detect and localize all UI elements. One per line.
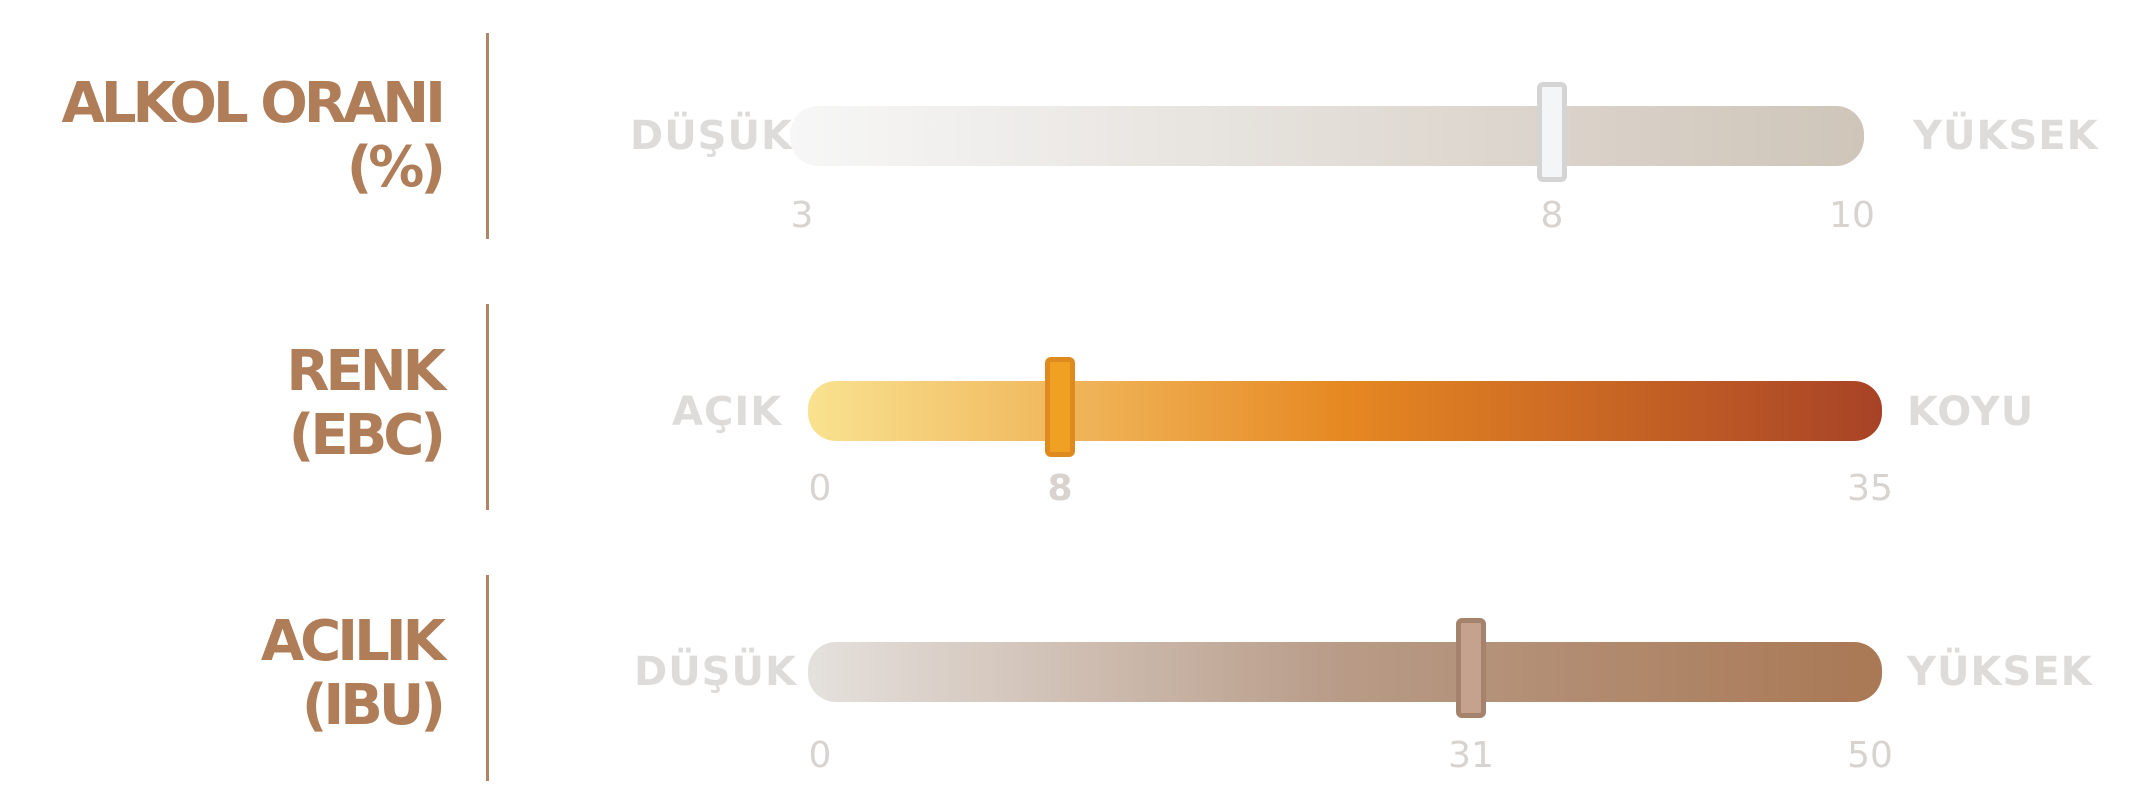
tick-labels: 0 8 35	[0, 469, 2147, 509]
low-label: DÜŞÜK	[630, 113, 793, 159]
tick-min: 0	[808, 468, 832, 509]
high-label: YÜKSEK	[1913, 113, 2099, 159]
slider-row-bitterness: ACILIK (IBU) DÜŞÜK YÜKSEK 0 31 50	[0, 540, 2147, 810]
row-divider	[486, 575, 489, 781]
alcohol-slider-handle[interactable]	[1537, 82, 1567, 182]
slider-row-color: RENK (EBC) AÇIK KOYU 0 8 35	[0, 270, 2147, 540]
row-title-line1: RENK	[286, 339, 446, 404]
row-title-line1: ALKOL ORANI	[61, 71, 446, 136]
alcohol-slider-track[interactable]	[790, 106, 1864, 166]
tick-labels: 3 8 10	[0, 196, 2147, 236]
row-title-line2: (IBU)	[301, 673, 446, 738]
tick-max: 35	[1847, 468, 1893, 509]
row-title-line2: (EBC)	[288, 403, 446, 468]
row-title-line2: (%)	[346, 135, 446, 200]
color-slider-handle[interactable]	[1045, 357, 1075, 457]
high-label: KOYU	[1907, 389, 2035, 435]
low-label: DÜŞÜK	[634, 649, 797, 695]
low-label: AÇIK	[672, 389, 783, 435]
tick-labels: 0 31 50	[0, 736, 2147, 776]
tick-max: 50	[1847, 735, 1893, 776]
row-title-bitterness: ACILIK (IBU)	[22, 609, 446, 738]
high-label: YÜKSEK	[1907, 649, 2093, 695]
color-slider-track[interactable]	[808, 381, 1882, 441]
row-title-color: RENK (EBC)	[22, 339, 446, 468]
slider-row-alcohol: ALKOL ORANI (%) DÜŞÜK YÜKSEK 3 8 10	[0, 0, 2147, 270]
tick-value: 8	[1047, 468, 1073, 509]
bitterness-slider-handle[interactable]	[1456, 618, 1486, 718]
tick-max: 10	[1829, 195, 1875, 236]
bitterness-slider-track[interactable]	[808, 642, 1882, 702]
row-divider	[486, 33, 489, 239]
row-title-alcohol: ALKOL ORANI (%)	[22, 71, 446, 200]
row-divider	[486, 304, 489, 510]
tick-min: 3	[790, 195, 814, 236]
tick-value: 8	[1540, 195, 1564, 236]
tick-min: 0	[808, 735, 832, 776]
tick-value: 31	[1448, 735, 1494, 776]
row-title-line1: ACILIK	[260, 609, 446, 674]
